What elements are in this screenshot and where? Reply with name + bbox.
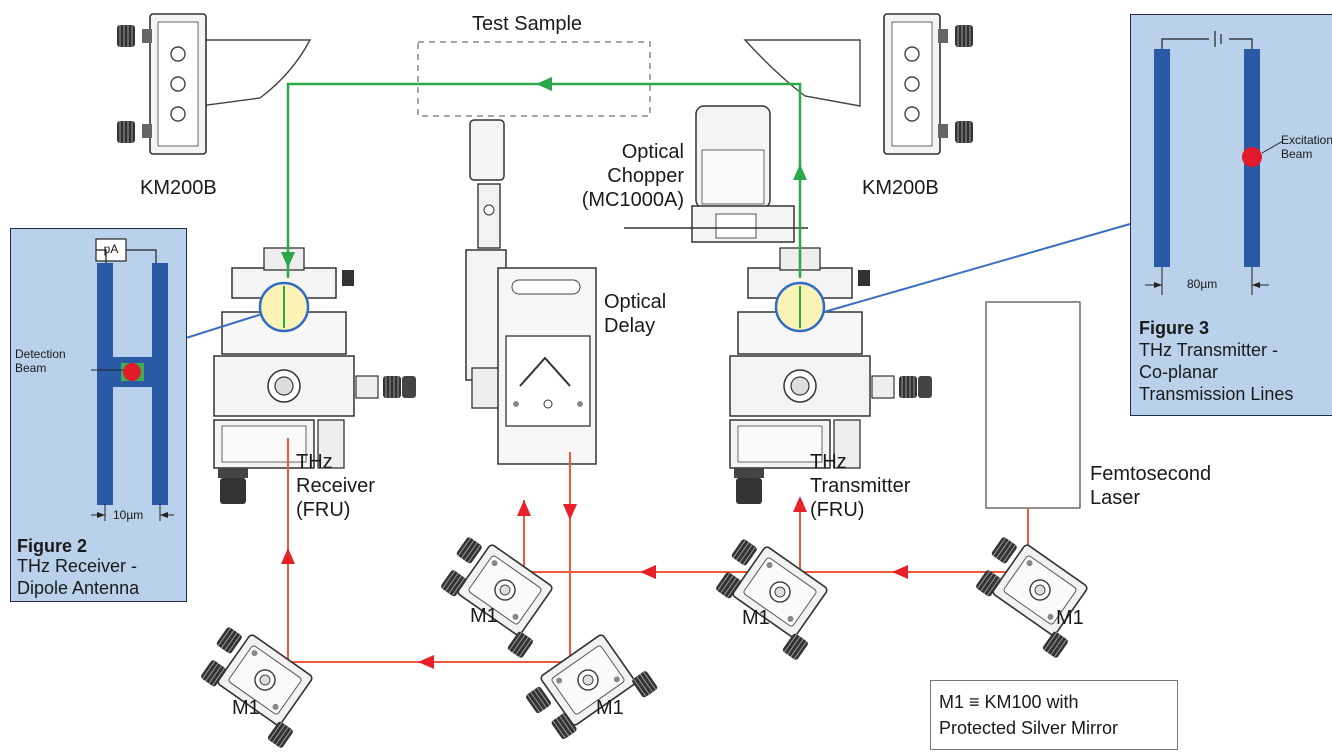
- figure3-caption: THz Transmitter - Co-planar Transmission…: [1139, 340, 1294, 404]
- thz-beam-arrow-down: [281, 252, 295, 268]
- figure2-panel: pA Detection Beam 10µm Figure 2 THz Rece…: [10, 228, 187, 602]
- laser-arrow-left-2: [640, 565, 656, 579]
- thz-transmitter-label: THz Transmitter (FRU): [810, 451, 911, 521]
- transmission-line-left: [1154, 49, 1170, 267]
- m1-mount-delay: [428, 530, 566, 658]
- km200b-right-label: KM200B: [862, 177, 939, 199]
- optical-delay-label: Optical Delay: [604, 291, 667, 337]
- laser-arrow-left-3: [418, 655, 434, 669]
- callout-line-receiver: [185, 313, 263, 339]
- test-sample-box: [417, 41, 651, 117]
- m1-label-lower-left: M1: [232, 697, 260, 719]
- optical-chopper-label: Optical Chopper (MC1000A): [581, 141, 684, 211]
- km200b-left-label: KM200B: [140, 177, 217, 199]
- laser-arrow-up-transmitter: [793, 496, 807, 512]
- m1-mount-lower-right: [521, 625, 659, 752]
- m1-mount-transmitter: [703, 532, 841, 660]
- femtosecond-laser-box: [985, 301, 1081, 509]
- figure2-caption: THz Receiver - Dipole Antenna: [17, 556, 140, 598]
- detection-beam-spot: [123, 363, 141, 381]
- km200b-mount-right: [884, 14, 973, 154]
- figure3-panel: Excitation Beam 80µm Figure 3 THz Transm…: [1130, 14, 1332, 416]
- laser-beam-path: [287, 438, 1029, 663]
- laser-arrow-up-delay: [517, 500, 531, 516]
- figure2-dimension-label: 10µm: [113, 508, 144, 522]
- callout-line-transmitter: [823, 223, 1131, 313]
- parabolic-mirror-right: [743, 39, 861, 107]
- electrode-left: [97, 263, 113, 505]
- parabolic-mirror-left: [199, 39, 312, 107]
- m1-label-lower-right: M1: [596, 697, 624, 719]
- m1-mount-laser: [963, 530, 1101, 658]
- mirror-note-text: M1 ≡ KM100 with Protected Silver Mirror: [939, 692, 1119, 738]
- excitation-beam-label: Excitation Beam: [1281, 133, 1332, 161]
- thz-beam-arrow-up: [793, 164, 807, 180]
- laser-arrow-up-receiver: [281, 548, 295, 564]
- thz-receiver-label: THz Receiver (FRU): [296, 451, 375, 521]
- dipole-antenna-drawing: [91, 238, 174, 521]
- detection-beam-label: Detection Beam: [15, 347, 66, 375]
- m1-mount-lower-left: [188, 620, 326, 748]
- figure2-meter-label: pA: [103, 242, 119, 256]
- figure3-title: Figure 3: [1139, 318, 1210, 338]
- thz-beam-arrow-left: [536, 77, 552, 91]
- m1-label-transmitter: M1: [742, 607, 770, 629]
- figure3-dimension-label: 80µm: [1187, 277, 1218, 291]
- figure2-title: Figure 2: [17, 536, 88, 556]
- m1-label-laser: M1: [1056, 607, 1084, 629]
- electrode-right: [152, 263, 168, 505]
- mirror-note-box: M1 ≡ KM100 with Protected Silver Mirror: [930, 680, 1178, 750]
- femtosecond-laser-label: Femtosecond Laser: [1090, 463, 1212, 509]
- laser-arrow-down-delay: [563, 504, 577, 520]
- test-sample-label: Test Sample: [472, 13, 583, 35]
- coplanar-lines-drawing: [1145, 31, 1284, 295]
- optical-chopper-device: [624, 105, 808, 243]
- km200b-mount-left: [117, 14, 206, 154]
- laser-arrow-left-1: [892, 565, 908, 579]
- optical-delay-stage: [465, 119, 597, 465]
- excitation-beam-spot: [1242, 147, 1262, 167]
- m1-label-delay: M1: [470, 605, 498, 627]
